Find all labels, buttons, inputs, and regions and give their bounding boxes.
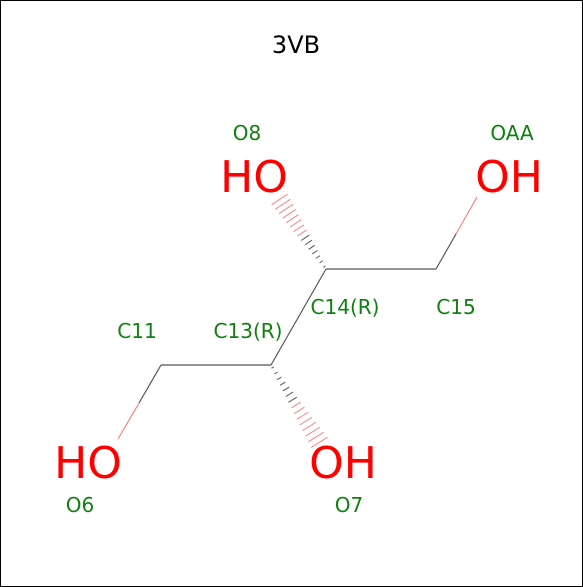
- hashed-bond-c14-o8: [271, 193, 326, 268]
- bond-c11-o6: [138, 364, 162, 404]
- atom-label-c11: C11: [117, 319, 156, 343]
- atom-o6-symbol: HO: [54, 438, 122, 489]
- hash-line: [302, 421, 317, 431]
- hash-line: [293, 224, 305, 232]
- hash-line: [276, 376, 282, 381]
- hash-line: [282, 209, 297, 219]
- atom-o7-symbol: OH: [309, 438, 377, 489]
- hash-line: [296, 411, 309, 420]
- hash-line: [304, 239, 313, 246]
- hash-line: [271, 366, 275, 369]
- hash-line: [274, 371, 278, 375]
- hash-line: [297, 229, 307, 237]
- hash-line: [271, 193, 288, 206]
- bond-c11-o6-red: [117, 402, 140, 440]
- hash-line: [323, 265, 326, 268]
- hash-line: [315, 255, 321, 259]
- atom-label-c15: C15: [436, 295, 475, 319]
- hashed-bond-c13-o7: [271, 366, 328, 448]
- hash-line: [319, 260, 324, 264]
- hash-line: [279, 381, 286, 386]
- atom-label-o6: O6: [66, 493, 94, 517]
- hash-line: [299, 416, 313, 426]
- hash-line: [282, 386, 290, 392]
- hash-line: [311, 250, 318, 255]
- hash-line: [286, 214, 299, 224]
- hash-line: [308, 244, 315, 250]
- molecule-title: 3VB: [272, 31, 320, 59]
- atom-label-o8: O8: [233, 121, 261, 145]
- hash-line: [305, 426, 321, 437]
- hash-line: [293, 406, 305, 414]
- hash-line: [291, 401, 301, 409]
- bonds: [117, 196, 478, 440]
- atom-oaa-symbol: OH: [475, 152, 543, 203]
- hash-line: [308, 431, 324, 443]
- hash-line: [288, 396, 298, 403]
- atom-label-c14: C14(R): [311, 295, 380, 319]
- atom-o8-symbol: HO: [220, 152, 288, 203]
- atom-label-o7: O7: [335, 493, 363, 517]
- hash-line: [285, 391, 294, 398]
- hash-line: [274, 198, 291, 210]
- bond-c13-c14: [270, 268, 327, 366]
- hash-line: [300, 234, 310, 241]
- atom-label-c13: C13(R): [214, 319, 283, 343]
- atom-label-oaa: OAA: [490, 121, 534, 145]
- hash-line: [289, 219, 302, 228]
- hash-line: [278, 203, 294, 215]
- bond-c15-oaa: [435, 233, 457, 270]
- hash-line: [310, 436, 328, 448]
- bond-c15-oaa-red: [455, 196, 478, 235]
